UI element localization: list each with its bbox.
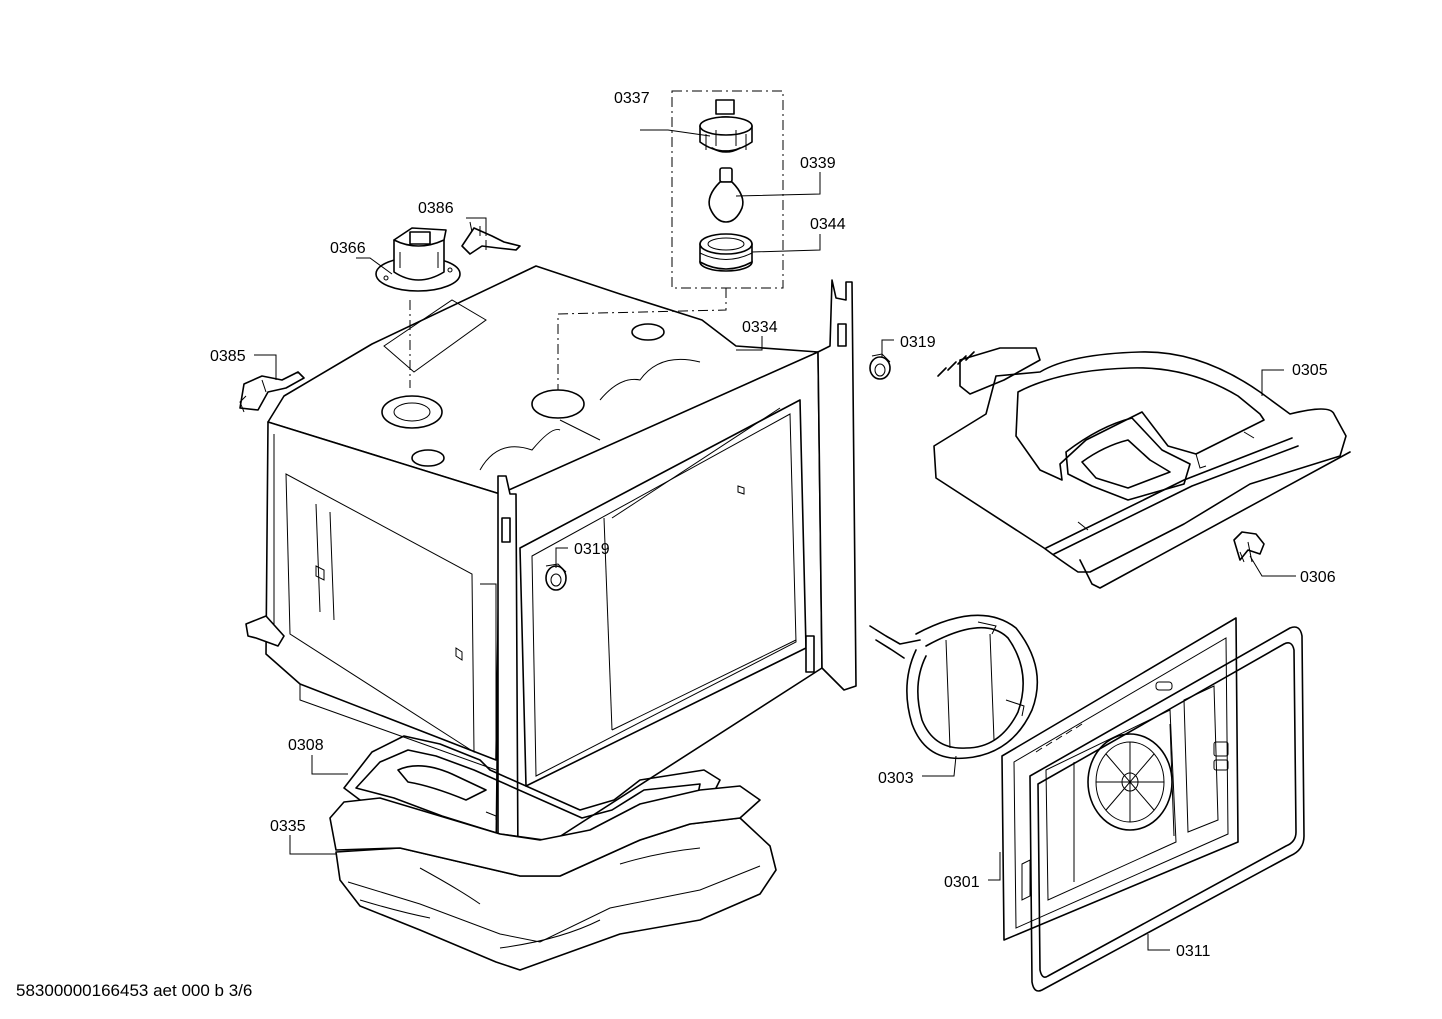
callout-0335: 0335 (270, 818, 306, 835)
lamp-cover-ring[interactable] (699, 233, 753, 272)
callout-0308: 0308 (288, 737, 324, 754)
heater-retaining-clip[interactable] (1233, 531, 1265, 563)
thermal-sensor-housing[interactable] (375, 227, 461, 292)
insulation-mat[interactable] (329, 785, 777, 971)
lamp-assembly-group (671, 90, 784, 289)
lamp-assembly-box (671, 90, 784, 289)
callout-0339: 0339 (800, 155, 836, 172)
callout-0319-front: 0319 (574, 541, 610, 558)
callout-0334: 0334 (742, 319, 778, 336)
callout-0311: 0311 (1176, 943, 1211, 960)
callout-0306: 0306 (1300, 569, 1336, 586)
callout-0319-top: 0319 (900, 334, 936, 351)
lamp-holder[interactable] (699, 99, 753, 153)
callout-0337: 0337 (614, 90, 650, 107)
document-id: 58300000166453 aet 000 b 3/6 (16, 981, 253, 1000)
callout-labels: 0337 0339 0344 0386 0366 0334 0319 0305 … (210, 90, 1336, 960)
oven-lamp-glass-right[interactable] (869, 353, 891, 380)
callout-0303: 0303 (878, 770, 914, 787)
callout-0385: 0385 (210, 348, 246, 365)
callout-0301: 0301 (944, 874, 980, 891)
oven-cavity[interactable] (245, 265, 857, 873)
ring-heater-element[interactable] (869, 614, 1039, 760)
leader-lines (254, 129, 1296, 951)
callout-0366: 0366 (330, 240, 366, 257)
alignment-lines (409, 288, 727, 390)
lamp-bulb[interactable] (708, 167, 744, 223)
bracket-side-left[interactable] (239, 371, 305, 413)
callout-0344: 0344 (810, 216, 846, 233)
door-seal-gasket[interactable] (1029, 626, 1305, 992)
convection-fan[interactable] (1087, 733, 1173, 831)
callout-0305: 0305 (1292, 362, 1328, 379)
bracket-top[interactable] (461, 221, 521, 255)
grill-heater-element[interactable] (933, 347, 1351, 589)
callout-0386: 0386 (418, 200, 454, 217)
